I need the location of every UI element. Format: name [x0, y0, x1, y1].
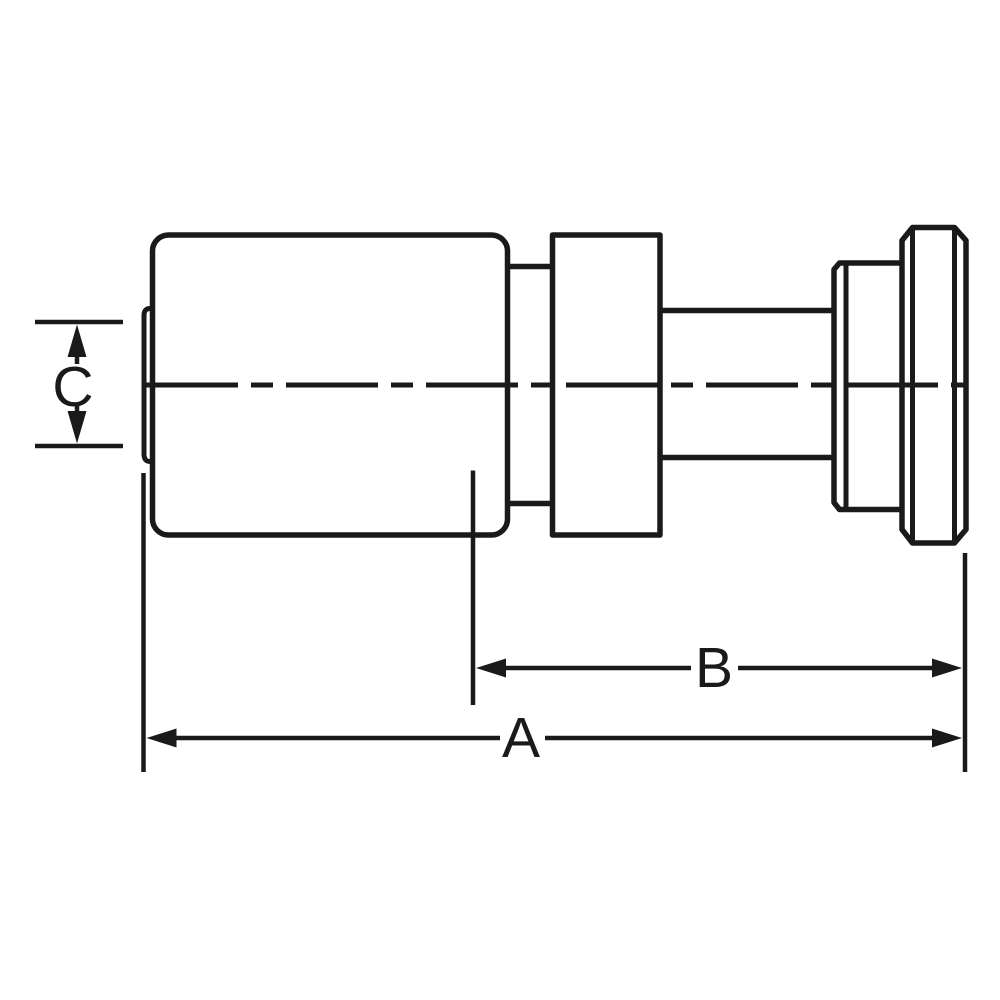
dim-a-label: A: [502, 706, 540, 770]
dimension-c: [35, 319, 123, 449]
dim-c-down-arrowhead: [67, 411, 87, 444]
hex-section: [549, 232, 663, 538]
hose-stop-lip: [141, 306, 153, 464]
dim-a-right-arrowhead: [932, 728, 962, 748]
dimension-a: [141, 473, 968, 772]
flange-base-outline: [831, 260, 904, 513]
dim-c-label: C: [52, 355, 93, 419]
dim-b-right-arrowhead: [932, 658, 962, 678]
dim-a-left-arrowhead: [146, 728, 177, 748]
dim-c-up-arrowhead: [67, 324, 87, 357]
fitting-geometry: [141, 224, 969, 546]
dim-b-left-arrowhead: [476, 658, 506, 678]
dimension-b: [470, 470, 962, 705]
crimp-shell: [149, 232, 511, 538]
dim-b-label: B: [695, 636, 733, 700]
